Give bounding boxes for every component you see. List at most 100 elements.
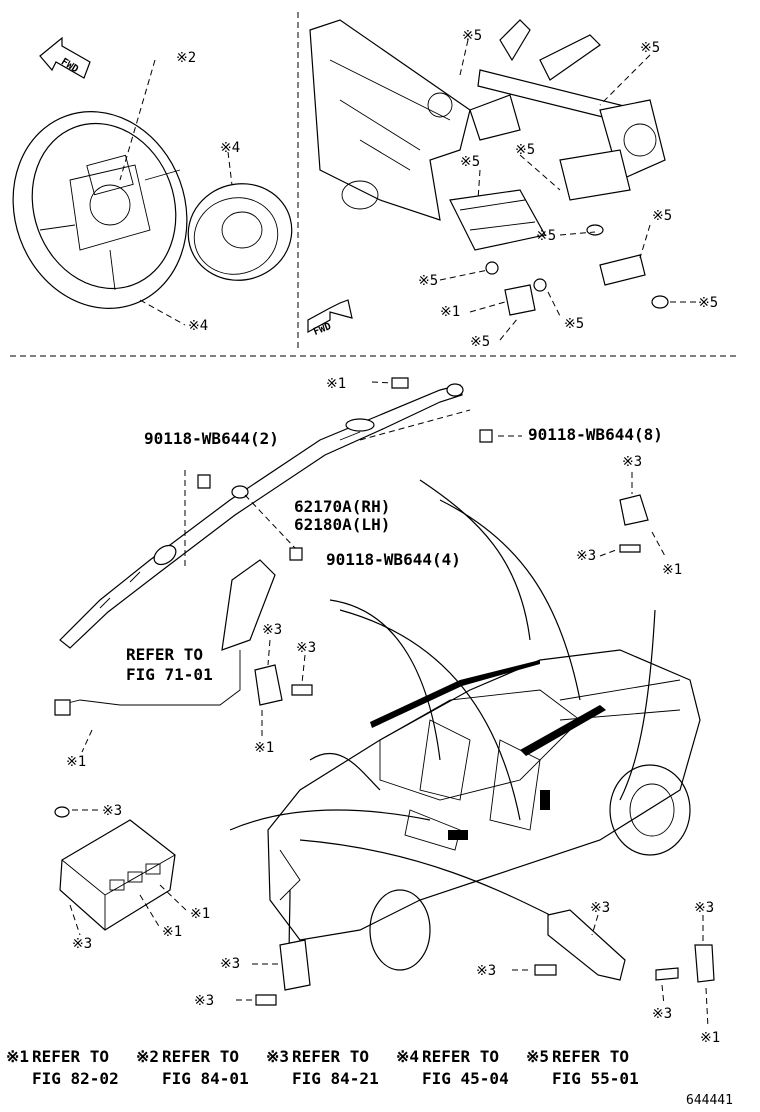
mark-4-pad: ※4	[220, 140, 240, 156]
svg-text:※5: ※5	[526, 1047, 549, 1066]
passenger-seat	[489, 739, 541, 831]
steering-center	[89, 184, 131, 226]
pointer-curtain-lh	[439, 499, 581, 701]
br-sensor-group: ※3 ※3 ※1	[652, 900, 720, 1046]
bracket-left	[469, 94, 521, 141]
pointer-door	[309, 752, 381, 791]
svg-text:REFER TO: REFER TO	[422, 1047, 499, 1066]
bracket-upper-2	[539, 34, 601, 81]
side-sensor-right	[619, 494, 649, 526]
leader-1-br	[705, 987, 709, 1029]
mark-3-front-sensor: ※3	[220, 956, 240, 972]
part-number-bolt-2: 90118-WB644(2)	[144, 429, 279, 448]
airbag-emblem	[221, 211, 263, 249]
leader-1-right	[651, 531, 666, 557]
mark-5-clip: ※5	[536, 228, 556, 244]
bolt-a	[485, 261, 499, 275]
mark-5-nut: ※5	[698, 295, 718, 311]
leader-5e	[559, 231, 596, 236]
mark-3-ecu: ※3	[72, 936, 92, 952]
ecu-connector-1	[109, 879, 125, 891]
steering-wheel-group: FWD ※2 ※4 ※4	[12, 36, 293, 334]
legend-item-5: ※5 REFER TO FIG 55-01	[526, 1047, 639, 1088]
mark-5-bracket: ※5	[652, 208, 672, 224]
leader-3-mid-b	[301, 654, 306, 684]
curtain-inflator	[345, 418, 375, 432]
vehicle-interior	[379, 689, 581, 801]
bracket-upper-1	[499, 19, 531, 62]
roof-curtain-strip-l	[370, 660, 540, 728]
ecu-connector-2	[127, 871, 143, 883]
steering-switch	[86, 154, 134, 196]
leader-5i	[547, 291, 561, 317]
leader-3-mid-a	[267, 639, 271, 666]
vehicle-outline	[267, 649, 701, 941]
side-sensor-bracket	[547, 909, 626, 981]
mark-3-br-sensor: ※3	[694, 900, 714, 916]
leader-3-br-b	[661, 984, 665, 1006]
svg-text:REFER TO: REFER TO	[292, 1047, 369, 1066]
front-wheel	[369, 889, 431, 971]
mark-2: ※2	[176, 50, 196, 66]
curtain-airbag-body	[59, 384, 463, 649]
rear-wheel-hub	[629, 783, 675, 837]
nut	[651, 295, 669, 309]
fwd-arrow-icon-2: FWD	[307, 299, 353, 338]
mark-3-front-bolt: ※3	[194, 993, 214, 1009]
leader-5d	[477, 169, 481, 201]
ecu-connector-3	[145, 863, 161, 875]
mark-3-side-bolt: ※3	[476, 963, 496, 979]
svg-text:FIG 55-01: FIG 55-01	[552, 1069, 639, 1088]
mark-5-dash: ※5	[462, 28, 482, 44]
svg-text:※4: ※4	[396, 1047, 419, 1066]
dashboard-group: FWD ※5 ※5 ※5 ※5 ※5 ※5 ※5 ※5 ※5 ※1 ※5	[307, 19, 718, 350]
mark-5-center: ※5	[515, 142, 535, 158]
clip	[586, 224, 604, 236]
mark-3-br-bolt: ※3	[652, 1006, 672, 1022]
bolt-8	[479, 429, 493, 443]
leader-3-ecu-b	[69, 904, 81, 936]
svg-text:FIG 82-02: FIG 82-02	[32, 1069, 119, 1088]
mark-1-right: ※1	[662, 562, 682, 578]
leader-5j	[499, 317, 519, 341]
mark-3-ecu-nut: ※3	[102, 803, 122, 819]
mark-3-side-bracket: ※3	[590, 900, 610, 916]
seat-side-airbag	[221, 559, 276, 651]
ecu-nut	[54, 806, 70, 818]
mark-1-br: ※1	[700, 1030, 720, 1046]
leader-1-seat	[81, 729, 93, 753]
airbag-ecu	[59, 819, 176, 931]
vehicle-body-group	[229, 479, 701, 971]
diagram-id: 644441	[686, 1093, 733, 1108]
front-sensor	[279, 939, 311, 991]
front-sensor-group: ※3 ※3	[194, 939, 311, 1009]
legend-item-1: ※1 REFER TO FIG 82-02	[6, 1047, 119, 1088]
airbag-ecu-group: ※3 ※1 ※1 ※3	[54, 803, 210, 952]
leader-2	[119, 59, 156, 181]
refer-note-line2: FIG 71-01	[126, 665, 213, 684]
leader-4a	[227, 151, 233, 186]
curtain-end	[446, 383, 464, 397]
driver-seat	[419, 719, 471, 801]
sensor-mid-group: ※3 ※3 ※1	[254, 622, 316, 756]
front-sensor-bolt	[255, 994, 277, 1006]
floor-tunnel	[404, 809, 461, 851]
mark-1-ecu-a: ※1	[190, 906, 210, 922]
bracket-line-right	[359, 409, 471, 441]
bolt-b	[533, 278, 547, 292]
pointer-side-airbag	[329, 599, 441, 761]
legend: ※1 REFER TO FIG 82-02 ※2 REFER TO FIG 84…	[6, 1047, 639, 1088]
side-window-lines	[559, 679, 681, 721]
svg-text:※2: ※2	[136, 1047, 159, 1066]
mark-3-right-sensor: ※3	[622, 454, 642, 470]
module-ribs	[459, 199, 536, 231]
side-sensor-group: ※3 ※3	[476, 900, 626, 981]
connector-top	[391, 377, 409, 389]
mark-1-mid: ※1	[254, 740, 274, 756]
passenger-airbag-module	[449, 189, 546, 251]
mark-5-bolt: ※5	[418, 273, 438, 289]
side-sensor-bolt	[534, 964, 557, 976]
steering-wheel-rim	[12, 111, 188, 309]
curtain-folds	[99, 431, 361, 609]
